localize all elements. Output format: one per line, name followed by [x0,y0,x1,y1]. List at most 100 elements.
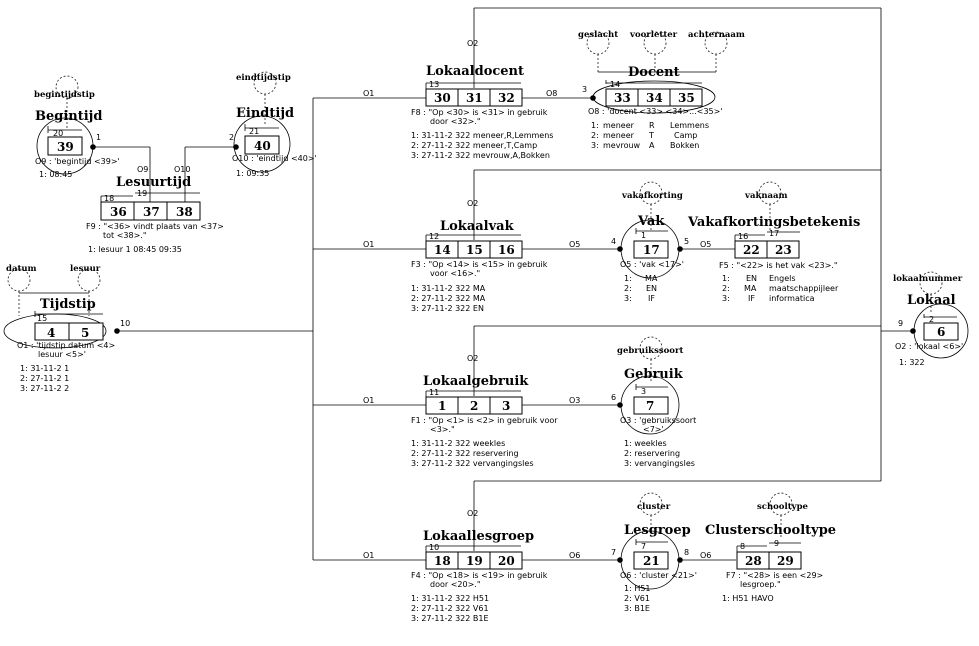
attribute-label: gebruikssoort [617,346,683,356]
entity-tijdstip: datum lesuur Tijdstip 15 4 5 10 O1 : 'ti… [3,264,130,393]
attribute-label: begintijdstip [34,90,95,100]
role-box-label: 1 [438,399,446,413]
role-number: 12 [429,232,439,241]
population-cell: 1: [624,274,632,283]
role-box [768,551,802,570]
mandatory-dot [90,144,96,150]
population-cell: informatica [769,294,815,303]
population-cell: R [649,121,655,130]
fact-sentence: F8 : "Op <30> is <31> in gebruik [411,108,548,117]
object-sentence: O2 : 'lokaal <6>' [895,342,963,351]
fact-lokaalvak: O2 O1 O5 Lokaalvak 12 14 15 16 F3 : "Op … [363,199,580,313]
population-row: 3: B1E [624,604,650,613]
object-sentence: O1 : 'tijdstip datum <4> [17,341,115,350]
attribute-label: cluster [637,502,671,512]
object-sentence: <7>' [643,425,664,434]
population-cell: 3: [591,141,599,150]
role-box-label: 32 [498,91,515,105]
role-label: O10 [174,165,190,174]
population-row: 1: H51 [624,584,651,593]
population-cell: 1: [591,121,599,130]
role-label: O1 [363,240,374,249]
population-row: 2: V61 [624,594,650,603]
role-box [633,240,669,259]
role-box-label: 20 [498,554,515,568]
connector-number: 4 [611,237,616,246]
role-box-label: 38 [176,205,193,219]
object-sentence: O5 : 'vak <17>' [620,260,684,269]
mandatory-dot [677,246,683,252]
entity-begintijd: begintijdstip Begintijd 20 39 1 O9 : 'be… [34,75,120,179]
role-box-label: 17 [643,243,660,257]
population-row: 1: 09:35 [236,169,269,178]
object-sentence: lesuur <5>' [38,350,86,359]
role-number: 16 [738,232,748,241]
population-row: 2: reservering [624,449,680,458]
role-label: O8 [546,89,557,98]
role-box-label: 35 [678,91,695,105]
population-row: 1: 31-11-2 322 weekles [411,439,505,448]
role-box-label: 40 [254,139,271,153]
population-row: 2: 27-11-2 322 MA [411,294,486,303]
role-number: 17 [769,229,779,238]
attribute-label: eindtijdstip [236,73,291,83]
entity-lokaal: lokaalnummer Lokaal 2 6 9 O2 : 'lokaal <… [893,271,969,367]
role-box-label: 36 [110,205,127,219]
mandatory-dot [617,246,623,252]
mandatory-dot [114,328,120,334]
role-label: O9 [137,165,148,174]
role-box [47,136,83,156]
fact-clusterschooltype: O6 schooltype Clusterschooltype 8 9 28 2… [700,492,836,603]
population-row: 1: 31-11-2 322 MA [411,284,486,293]
role-number: 19 [137,189,147,198]
population-row: 1: 31-11-2 1 [20,364,69,373]
attribute-label: geslacht [578,30,618,40]
role-box-label: 31 [466,91,483,105]
role-number: 2 [929,315,934,324]
fact-vakafkortingsbetekenis: O5 vaknaam Vakafkortingsbetekenis 16 17 … [687,181,860,303]
population-cell: Lemmens [670,121,709,130]
population-cell: Engels [769,274,796,283]
role-box [633,551,669,570]
role-box-label: 33 [614,91,631,105]
fact-title: Lokaaldocent [426,64,524,79]
role-number: 13 [429,80,439,89]
attribute-label: lokaalnummer [893,274,963,284]
connector-number: 9 [898,319,903,328]
role-box [633,396,669,415]
role-label: O2 [467,199,478,208]
fact-sentence: F4 : "Op <18> is <19> in gebruik [411,571,548,580]
population-cell: 3: [624,294,632,303]
role-box-label: 37 [143,205,160,219]
fact-title: Lokaalgebruik [423,374,529,389]
role-box [489,551,523,570]
fact-title: Lokaalvak [440,219,515,234]
role-label: O1 [363,89,374,98]
role-box [489,88,523,107]
fact-sentence: F7 : "<28> is een <29> [726,571,823,580]
role-box-label: 22 [743,243,760,257]
population-cell: IF [648,294,655,303]
fact-sentence: <3>." [430,425,455,434]
connector-number: 8 [684,548,689,557]
fact-sentence: door <32>." [430,117,481,126]
mandatory-dot [910,328,916,334]
fact-sentence: F3 : "Op <14> is <15> in gebruik [411,260,548,269]
role-label: O5 [700,240,711,249]
fact-sentence: door <20>." [430,580,481,589]
role-label: O6 [700,551,711,560]
population-cell: mevrouw [603,141,641,150]
population-row: 3: 27-11-2 322 B1E [411,614,489,623]
fact-title: Vakafkortingsbetekenis [687,215,860,230]
entity-lesgroep: cluster Lesgroep 7 21 7 8 O6 : 'cluster … [611,492,697,613]
fact-sentence: tot <38>." [103,231,147,240]
role-box-label: 7 [646,399,654,413]
population-row: 1: weekles [624,439,667,448]
role-box [669,88,703,107]
population-row: 1: 322 [899,358,925,367]
role-label: O2 [467,509,478,518]
object-sentence: O6 : 'cluster <21>' [620,571,697,580]
role-box-label: 4 [47,326,55,340]
role-label: O1 [363,396,374,405]
